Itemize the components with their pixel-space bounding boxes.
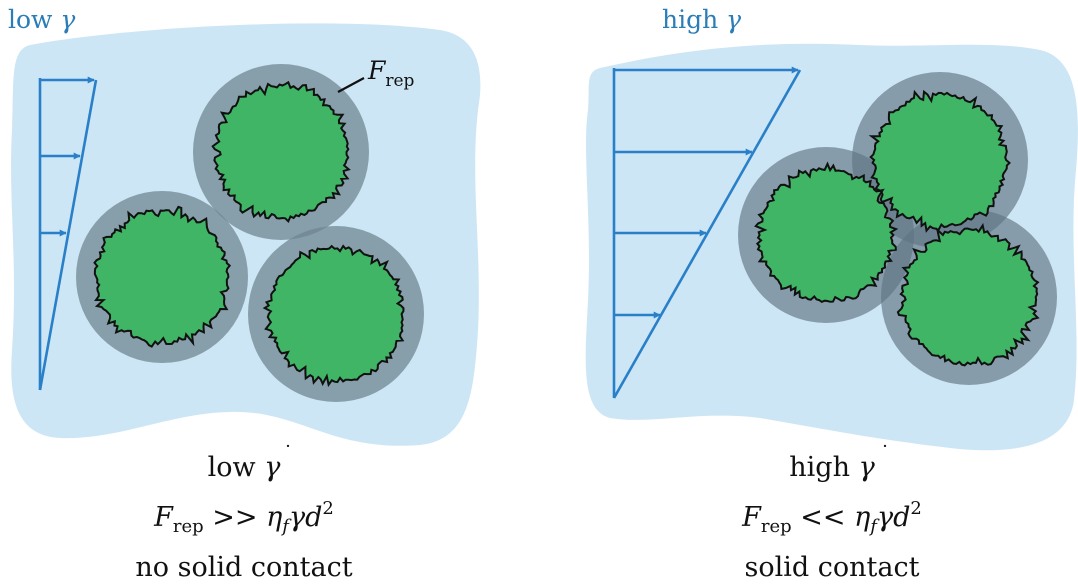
right-caption-line3: solid contact	[745, 552, 920, 583]
left-corner-dot: ˙	[77, 0, 87, 17]
left-velocity-profile	[38, 76, 98, 391]
left-caption-line1-dot: ˙	[283, 441, 293, 465]
left-caption-line1: low γ	[208, 452, 282, 483]
left-particle-3	[262, 244, 405, 388]
right-corner-dot: ˙	[739, 0, 749, 17]
right-panel: high γ ˙	[585, 0, 1078, 451]
force-label-leader	[337, 77, 365, 93]
force-label: Frep	[367, 56, 415, 91]
right-corner-label: high γ	[662, 5, 741, 34]
left-caption-line2: Frep >> ηfγd2	[153, 498, 334, 537]
right-caption-line2: Frep << ηfγd2	[741, 498, 922, 537]
right-caption: high γ ˙ Frep << ηfγd2 solid contact	[741, 441, 922, 583]
left-corner-label: low γ	[8, 5, 75, 34]
left-particle-2	[93, 205, 232, 348]
right-particle-3	[896, 222, 1040, 367]
right-particles	[738, 72, 1057, 385]
right-particle-2	[754, 161, 899, 304]
right-caption-line1-dot: ˙	[880, 441, 890, 465]
left-particles	[76, 64, 424, 402]
left-panel: Frep low γ ˙	[8, 0, 481, 446]
left-particle-1	[211, 80, 351, 224]
right-profile-envelope	[612, 69, 802, 399]
right-caption-line1: high γ	[789, 452, 875, 483]
left-caption-line3: no solid contact	[135, 552, 352, 583]
left-profile-envelope	[38, 79, 98, 391]
left-caption: low γ ˙ Frep >> ηfγd2 no solid contact	[135, 441, 352, 583]
right-velocity-profile	[612, 66, 802, 399]
right-particle-1	[868, 89, 1011, 233]
